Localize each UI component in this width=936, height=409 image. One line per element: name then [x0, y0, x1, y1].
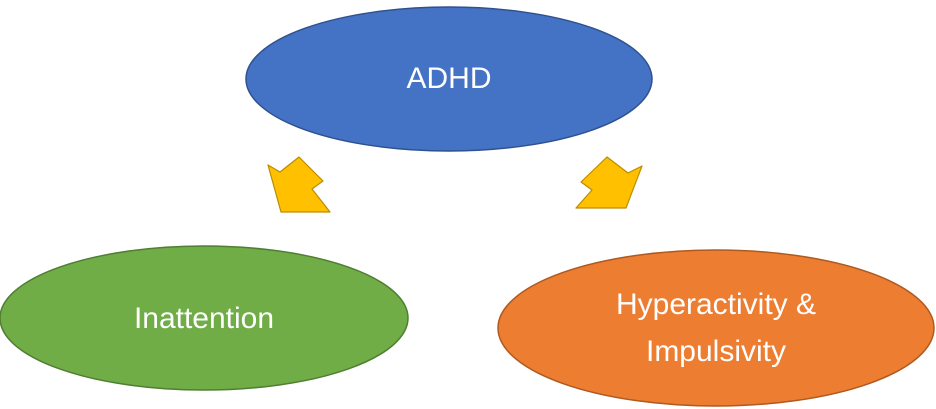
node-hyperactivity-label-line1: Hyperactivity & [616, 288, 816, 321]
node-adhd-label: ADHD [406, 62, 491, 95]
node-adhd-shape [245, 6, 653, 152]
node-hyperactivity-impulsivity: Hyperactivity & Impulsivity [497, 249, 935, 407]
node-inattention-shape [0, 245, 409, 391]
node-hyperactivity-label-line2: Impulsivity [646, 335, 786, 368]
node-hyperactivity-shape [497, 249, 935, 407]
arrow-to-inattention [267, 156, 331, 213]
node-adhd: ADHD [245, 6, 653, 152]
node-inattention: Inattention [0, 245, 409, 391]
down-arrow-icon [575, 156, 643, 209]
down-arrow-icon [267, 156, 331, 213]
arrow-to-hyperactivity [575, 156, 643, 209]
node-inattention-label: Inattention [134, 302, 274, 335]
